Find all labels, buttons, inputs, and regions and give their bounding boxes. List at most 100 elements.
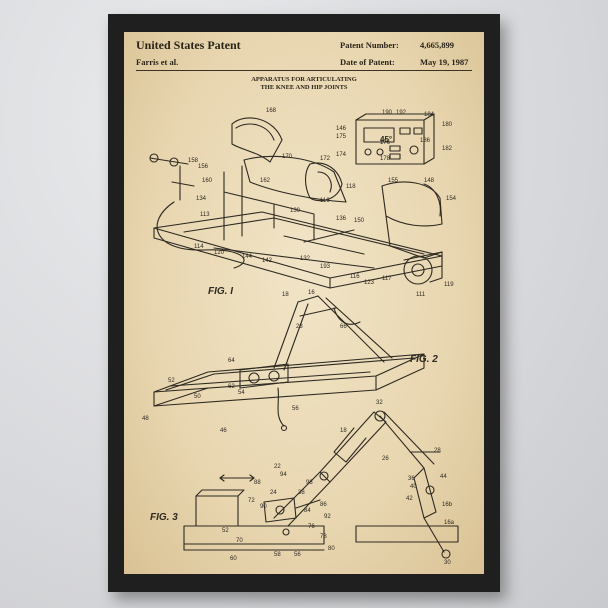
patent-drawings: 168 146 175 174 190 192 180 184 182 186 … — [142, 108, 459, 566]
svg-text:88: 88 — [254, 480, 261, 486]
svg-text:38: 38 — [298, 490, 305, 496]
svg-text:70: 70 — [236, 538, 243, 544]
svg-text:156: 156 — [198, 164, 209, 170]
svg-text:90: 90 — [260, 504, 267, 510]
svg-text:117: 117 — [382, 276, 392, 282]
svg-text:193: 193 — [320, 264, 331, 270]
svg-text:28: 28 — [296, 324, 303, 330]
svg-text:62: 62 — [228, 384, 235, 390]
svg-text:24: 24 — [270, 490, 277, 496]
patent-date-value: May 19, 1987 — [420, 57, 469, 67]
svg-text:130: 130 — [290, 208, 301, 214]
patent-number-value: 4,665,899 — [420, 40, 454, 50]
display-angle: 45° — [380, 135, 392, 144]
svg-text:134: 134 — [196, 196, 207, 202]
fig3-ref-numerals: 22 24 88 72 90 38 84 76 78 80 52 58 56 6… — [222, 400, 455, 566]
svg-text:144: 144 — [242, 254, 253, 260]
patent-number-label: Patent Number: — [340, 40, 399, 50]
svg-text:176: 176 — [380, 140, 391, 146]
svg-text:113: 113 — [200, 212, 210, 218]
svg-text:94: 94 — [280, 472, 287, 478]
fig3-label: FIG. 3 — [150, 512, 178, 523]
svg-text:119: 119 — [444, 282, 454, 288]
svg-text:54: 54 — [238, 390, 245, 396]
svg-text:84: 84 — [304, 508, 311, 514]
svg-text:155: 155 — [388, 178, 399, 184]
patent-date-label: Date of Patent: — [340, 57, 395, 67]
patent-subtitle-line1: APPARATUS FOR ARTICULATING — [251, 76, 357, 83]
svg-text:86: 86 — [320, 502, 327, 508]
svg-text:175: 175 — [336, 134, 347, 140]
svg-text:146: 146 — [336, 126, 347, 132]
svg-text:52: 52 — [222, 528, 229, 534]
svg-text:174: 174 — [336, 152, 347, 158]
svg-text:132: 132 — [300, 256, 311, 262]
svg-text:78: 78 — [320, 534, 327, 540]
svg-text:16a: 16a — [444, 520, 455, 526]
svg-text:158: 158 — [188, 158, 199, 164]
patent-title: United States Patent — [136, 38, 241, 52]
svg-text:18: 18 — [340, 428, 347, 434]
svg-text:154: 154 — [446, 196, 457, 202]
svg-text:184: 184 — [424, 112, 435, 118]
svg-text:56: 56 — [294, 552, 301, 558]
svg-text:46: 46 — [220, 428, 227, 434]
svg-text:18: 18 — [282, 292, 289, 298]
svg-text:44: 44 — [440, 474, 447, 480]
svg-text:72: 72 — [248, 498, 255, 504]
svg-text:190: 190 — [382, 110, 393, 116]
svg-text:172: 172 — [320, 156, 331, 162]
svg-text:80: 80 — [328, 546, 335, 552]
patent-date-row: Date of Patent: May 19, 1987 — [340, 57, 468, 67]
svg-text:60: 60 — [230, 556, 237, 562]
svg-text:150: 150 — [354, 218, 365, 224]
svg-text:36: 36 — [408, 476, 415, 482]
svg-text:170: 170 — [282, 154, 293, 160]
svg-text:16: 16 — [308, 290, 315, 296]
svg-text:40: 40 — [410, 484, 417, 490]
fig2-ref-numerals: 18 16 28 52 64 50 46 48 56 54 62 66 — [142, 290, 347, 434]
svg-text:118: 118 — [346, 184, 356, 190]
svg-text:116: 116 — [350, 274, 360, 280]
svg-text:50: 50 — [194, 394, 201, 400]
svg-text:111: 111 — [416, 292, 426, 298]
svg-text:66: 66 — [340, 324, 347, 330]
svg-text:180: 180 — [442, 122, 453, 128]
fig2-label: FIG. 2 — [410, 354, 438, 365]
header-rule — [136, 70, 472, 71]
svg-text:142: 142 — [262, 258, 273, 264]
patent-number-row: Patent Number: 4,665,899 — [340, 40, 454, 50]
patent-inventor: Farris et al. — [136, 57, 179, 67]
svg-text:76: 76 — [308, 524, 315, 530]
svg-text:98: 98 — [306, 480, 313, 486]
svg-text:148: 148 — [424, 178, 435, 184]
fig3-drawing — [183, 410, 459, 559]
svg-text:114: 114 — [194, 244, 204, 250]
fig1-label: FIG. I — [208, 286, 233, 297]
svg-text:48: 48 — [142, 416, 149, 422]
svg-text:22: 22 — [274, 464, 281, 470]
svg-text:186: 186 — [420, 138, 431, 144]
svg-text:16b: 16b — [442, 502, 453, 508]
svg-text:58: 58 — [274, 552, 281, 558]
fig1-ref-numerals: 168 146 175 174 190 192 180 184 182 186 … — [188, 108, 457, 298]
svg-text:26: 26 — [382, 456, 389, 462]
svg-text:92: 92 — [324, 514, 331, 520]
svg-text:42: 42 — [406, 496, 413, 502]
svg-text:192: 192 — [396, 110, 407, 116]
picture-frame: United States Patent Farris et al. Paten… — [108, 14, 500, 592]
svg-text:64: 64 — [228, 358, 235, 364]
patent-drawing-sheet: United States Patent Farris et al. Paten… — [124, 32, 484, 574]
svg-text:120: 120 — [214, 250, 225, 256]
svg-text:160: 160 — [202, 178, 213, 184]
fig2-drawing — [153, 295, 425, 432]
svg-text:28: 28 — [434, 448, 441, 454]
svg-text:178: 178 — [380, 156, 391, 162]
svg-text:32: 32 — [376, 400, 383, 406]
patent-subtitle-line2: THE KNEE AND HIP JOINTS — [260, 84, 348, 91]
svg-text:182: 182 — [442, 146, 453, 152]
svg-text:56: 56 — [292, 406, 299, 412]
svg-text:52: 52 — [168, 378, 175, 384]
fig1-drawing — [149, 113, 443, 289]
svg-text:123: 123 — [364, 280, 375, 286]
